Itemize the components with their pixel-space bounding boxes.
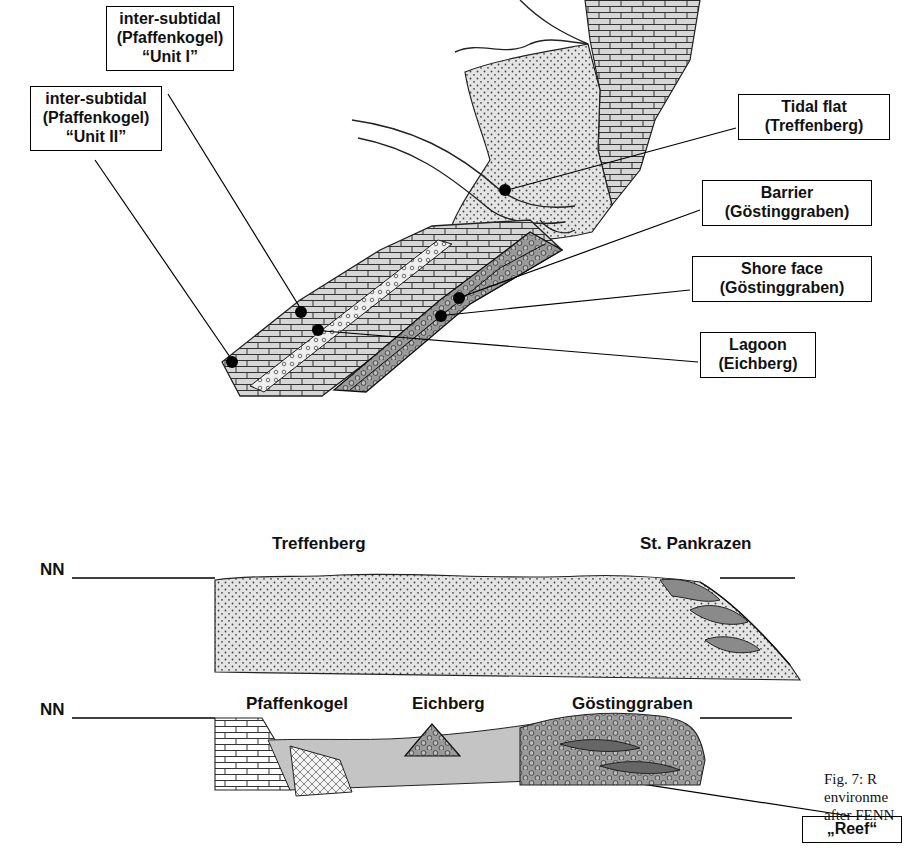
- locality-label: Eichberg: [412, 694, 485, 714]
- facies-text: inter-subtidal (Pfaffenkogel) “Unit II”: [37, 90, 155, 147]
- locality-label: Treffenberg: [272, 534, 366, 554]
- facies-text: Barrier (Göstinggraben): [709, 184, 865, 222]
- locality-label: Göstinggraben: [572, 694, 693, 714]
- figure-caption: Fig. 7: R environme after FENN: [824, 770, 904, 824]
- facies-text: Lagoon (Eichberg): [707, 336, 809, 374]
- facies-text: Shore face (Göstinggraben): [699, 260, 865, 298]
- facies-label-box: inter-subtidal (Pfaffenkogel) “Unit II”: [30, 86, 162, 151]
- locality-label: St. Pankrazen: [640, 534, 752, 554]
- sea-level-label: NN: [40, 700, 65, 720]
- facies-label-box: Shore face (Göstinggraben): [692, 256, 872, 302]
- facies-text: Tidal flat (Treffenberg): [745, 98, 883, 136]
- facies-label-box: Barrier (Göstinggraben): [702, 180, 872, 226]
- facies-label-box: Tidal flat (Treffenberg): [738, 94, 890, 140]
- sea-level-label: NN: [40, 560, 65, 580]
- facies-label-box: inter-subtidal (Pfaffenkogel) “Unit I”: [106, 6, 234, 71]
- facies-label-box: Lagoon (Eichberg): [700, 332, 816, 378]
- locality-label: Pfaffenkogel: [246, 694, 348, 714]
- facies-text: inter-subtidal (Pfaffenkogel) “Unit I”: [113, 10, 227, 67]
